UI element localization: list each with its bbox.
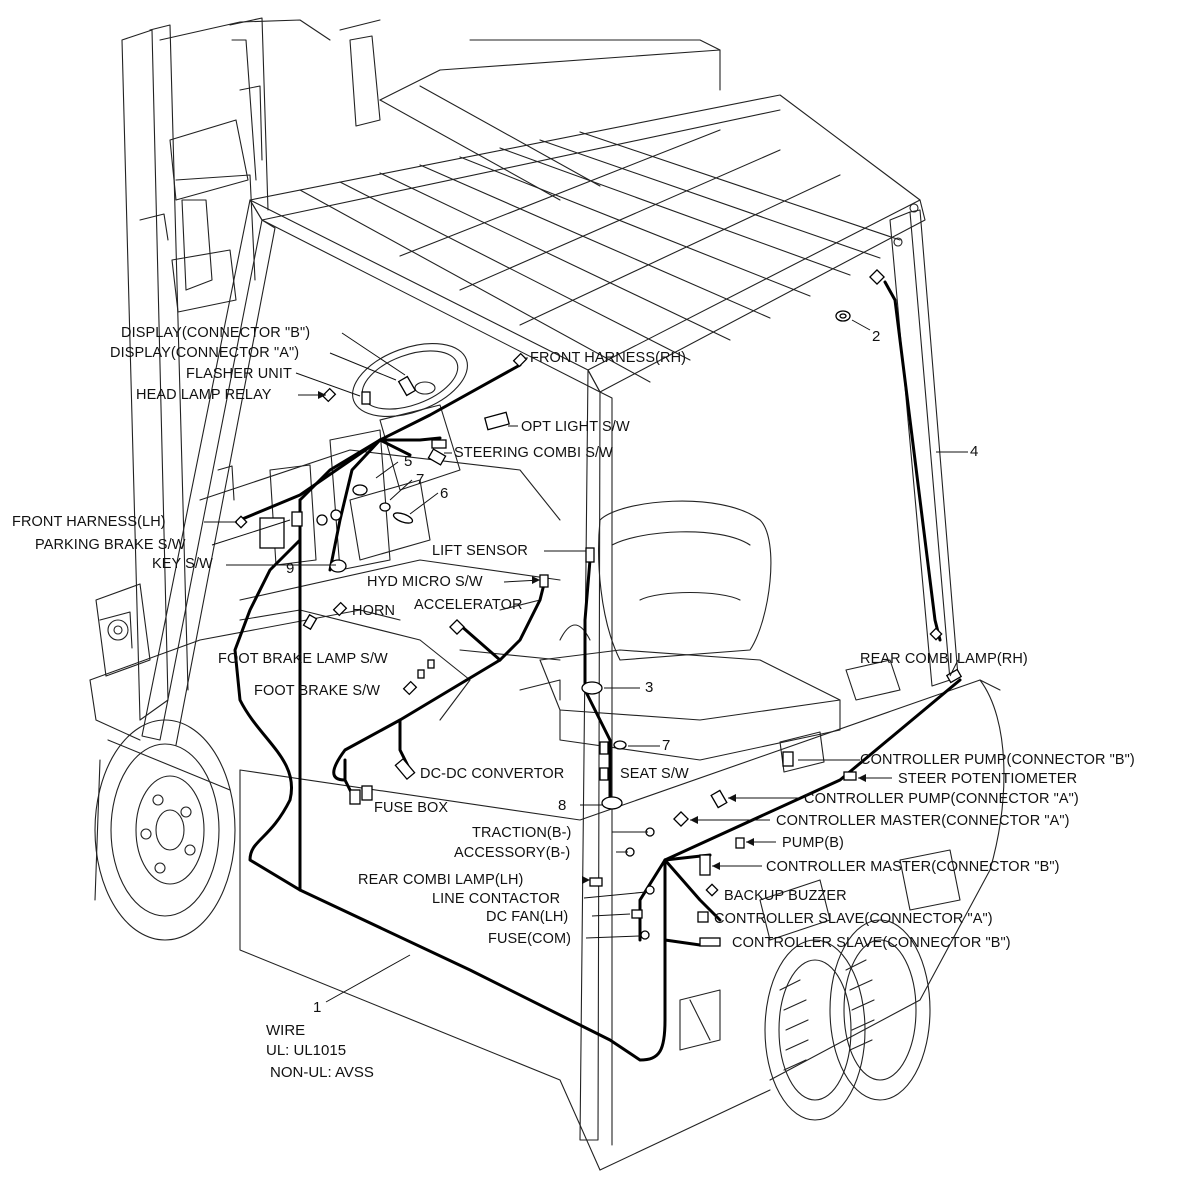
label-controller-slave-b: CONTROLLER SLAVE(CONNECTOR "B") (732, 935, 1011, 951)
mast-outline (121, 17, 381, 721)
front-tire (94, 719, 236, 941)
carriage (89, 583, 401, 741)
label-accelerator: ACCELERATOR (414, 597, 523, 613)
callout-9: 9 (286, 560, 295, 577)
callout-6: 6 (440, 485, 449, 502)
connectors (234, 269, 963, 947)
label-foot-brake-sw: FOOT BRAKE S/W (254, 683, 381, 699)
label-front-harness-rh: FRONT HARNESS(RH) (530, 350, 687, 366)
rear-tires (764, 919, 931, 1121)
label-fuse-box: FUSE BOX (374, 800, 449, 816)
label-front-harness-lh: FRONT HARNESS(LH) (12, 514, 166, 530)
callout-7-lower: 7 (662, 737, 671, 754)
label-pump-b: PUMP(B) (782, 835, 844, 851)
label-rear-combi-lamp-rh: REAR COMBI LAMP(RH) (860, 651, 1028, 667)
seat (539, 500, 841, 761)
label-controller-pump-b: CONTROLLER PUMP(CONNECTOR "B") (860, 752, 1135, 768)
label-line-contactor: LINE CONTACTOR (432, 891, 561, 907)
label-opt-light-sw: OPT LIGHT S/W (521, 419, 630, 435)
label-accessory-b: ACCESSORY(B-) (454, 845, 571, 861)
label-controller-master-b: CONTROLLER MASTER(CONNECTOR "B") (766, 859, 1060, 875)
label-controller-pump-a: CONTROLLER PUMP(CONNECTOR "A") (804, 791, 1079, 807)
label-display-connector-a: DISPLAY(CONNECTOR "A") (110, 345, 300, 361)
label-backup-buzzer: BACKUP BUZZER (724, 888, 847, 904)
label-seat-sw: SEAT S/W (620, 766, 689, 782)
label-traction-b: TRACTION(B-) (472, 825, 572, 841)
label-horn: HORN (352, 603, 396, 619)
wire-note-non-ul: NON-UL: AVSS (270, 1064, 374, 1081)
label-dc-fan-lh: DC FAN(LH) (486, 909, 569, 925)
label-steer-potentiometer: STEER POTENTIOMETER (898, 771, 1078, 787)
label-controller-slave-a: CONTROLLER SLAVE(CONNECTOR "A") (714, 911, 993, 927)
callout-8: 8 (558, 797, 567, 814)
callout-4: 4 (970, 443, 979, 460)
label-parking-brake-sw: PARKING BRAKE S/W (35, 537, 186, 553)
label-dc-dc-convertor: DC-DC CONVERTOR (420, 766, 565, 782)
label-foot-brake-lamp-sw: FOOT BRAKE LAMP S/W (218, 651, 388, 667)
wire-note-ul: UL: UL1015 (266, 1042, 347, 1059)
callout-2: 2 (872, 328, 881, 345)
callout-3: 3 (645, 679, 654, 696)
label-rear-combi-lamp-lh: REAR COMBI LAMP(LH) (358, 872, 524, 888)
leader-arrowheads (318, 391, 866, 884)
label-flasher-unit: FLASHER UNIT (186, 366, 292, 382)
callout-1: 1 (313, 999, 322, 1016)
label-display-connector-b: DISPLAY(CONNECTOR "B") (121, 325, 311, 341)
label-head-lamp-relay: HEAD LAMP RELAY (136, 387, 272, 403)
label-fuse-com: FUSE(COM) (488, 931, 572, 947)
label-lift-sensor: LIFT SENSOR (432, 543, 528, 559)
label-hyd-micro-sw: HYD MICRO S/W (367, 574, 483, 590)
label-controller-master-a: CONTROLLER MASTER(CONNECTOR "A") (776, 813, 1070, 829)
wire-note-title: WIRE (266, 1022, 306, 1039)
guard-posts (141, 199, 959, 1146)
counterweight (239, 679, 1005, 1171)
callout-5: 5 (404, 453, 413, 470)
label-steering-combi-sw: STEERING COMBI S/W (454, 445, 613, 461)
callout-7-upper: 7 (416, 471, 425, 488)
label-key-sw: KEY S/W (152, 556, 213, 572)
